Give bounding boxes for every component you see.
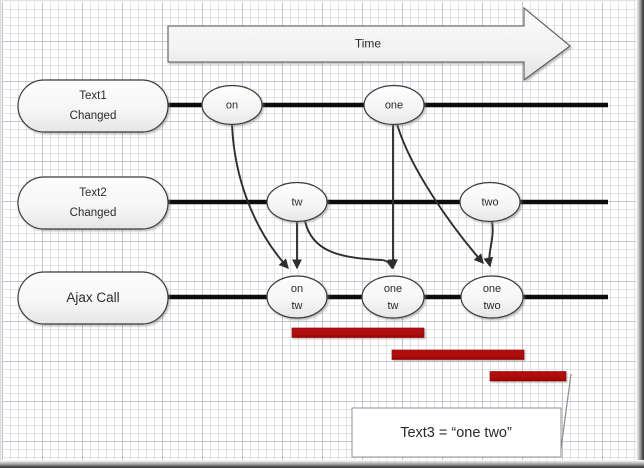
connector-one-to-onetwo (396, 123, 484, 265)
time-arrow: Time (167, 6, 571, 82)
node-tw[interactable]: tw (266, 181, 328, 223)
time-arrow-shape (167, 6, 571, 82)
node-on-label: on (226, 99, 238, 111)
lane-label-ajax[interactable]: Ajax Call (17, 271, 169, 325)
node-one-tw-line2: tw (388, 300, 399, 312)
frame-edge-right (636, 0, 644, 468)
node-one-tw-line1: one (384, 283, 402, 295)
lane-box-text1-line2: Changed (70, 110, 117, 122)
node-on-tw-ellipse (266, 275, 328, 319)
bar-2[interactable] (391, 349, 525, 360)
node-one-tw[interactable]: one tw (361, 275, 425, 319)
node-on-ellipse (201, 84, 263, 126)
callout-text3[interactable]: Text3 = “one two” (351, 373, 572, 458)
node-tw-label: tw (292, 196, 303, 208)
frame-edge-top (0, 0, 644, 2)
callout-box (351, 407, 562, 458)
lane-box-ajax (17, 271, 169, 325)
lane-box-ajax-line1: Ajax Call (66, 290, 119, 305)
node-one-two[interactable]: one two (460, 275, 524, 319)
duration-bars (291, 327, 567, 382)
lane-box-text1 (17, 79, 169, 133)
frame-edge-left (0, 0, 2, 468)
lane-box-text2-line1: Text2 (79, 187, 107, 199)
connector-on-to-ontw (231, 123, 289, 270)
node-one-two-line2: two (483, 300, 500, 312)
lane-label-text1[interactable]: Text1 Changed (17, 79, 169, 133)
node-one-label: one (385, 99, 403, 111)
node-two[interactable]: two (459, 181, 521, 223)
lane-box-text2-line2: Changed (70, 207, 117, 219)
node-two-ellipse (459, 181, 521, 223)
node-on-tw-line1: on (291, 283, 303, 295)
connectors (231, 123, 494, 270)
time-arrow-label: Time (355, 37, 382, 51)
connector-two-to-onetwo (483, 220, 494, 268)
node-tw-ellipse (266, 181, 328, 223)
node-one-two-line1: one (483, 283, 501, 295)
node-two-label: two (481, 196, 498, 208)
frame-edge-bottom (0, 460, 644, 468)
lane-box-text1-line1: Text1 (79, 90, 107, 102)
node-one[interactable]: one (363, 84, 425, 126)
node-on-tw[interactable]: on tw (266, 275, 328, 319)
node-one-two-ellipse (460, 275, 524, 319)
node-on[interactable]: on (201, 84, 263, 126)
callout-label: Text3 = “one two” (400, 425, 512, 441)
node-one-ellipse (363, 84, 425, 126)
bar-3[interactable] (489, 371, 567, 382)
lane-label-text2[interactable]: Text2 Changed (17, 176, 169, 230)
node-on-tw-line2: tw (292, 300, 303, 312)
lane-box-text2 (17, 176, 169, 230)
node-one-tw-ellipse (361, 275, 425, 319)
bar-1[interactable] (291, 327, 425, 338)
connector-tw-to-onetw (304, 220, 396, 270)
callout-leader-line (559, 373, 572, 457)
